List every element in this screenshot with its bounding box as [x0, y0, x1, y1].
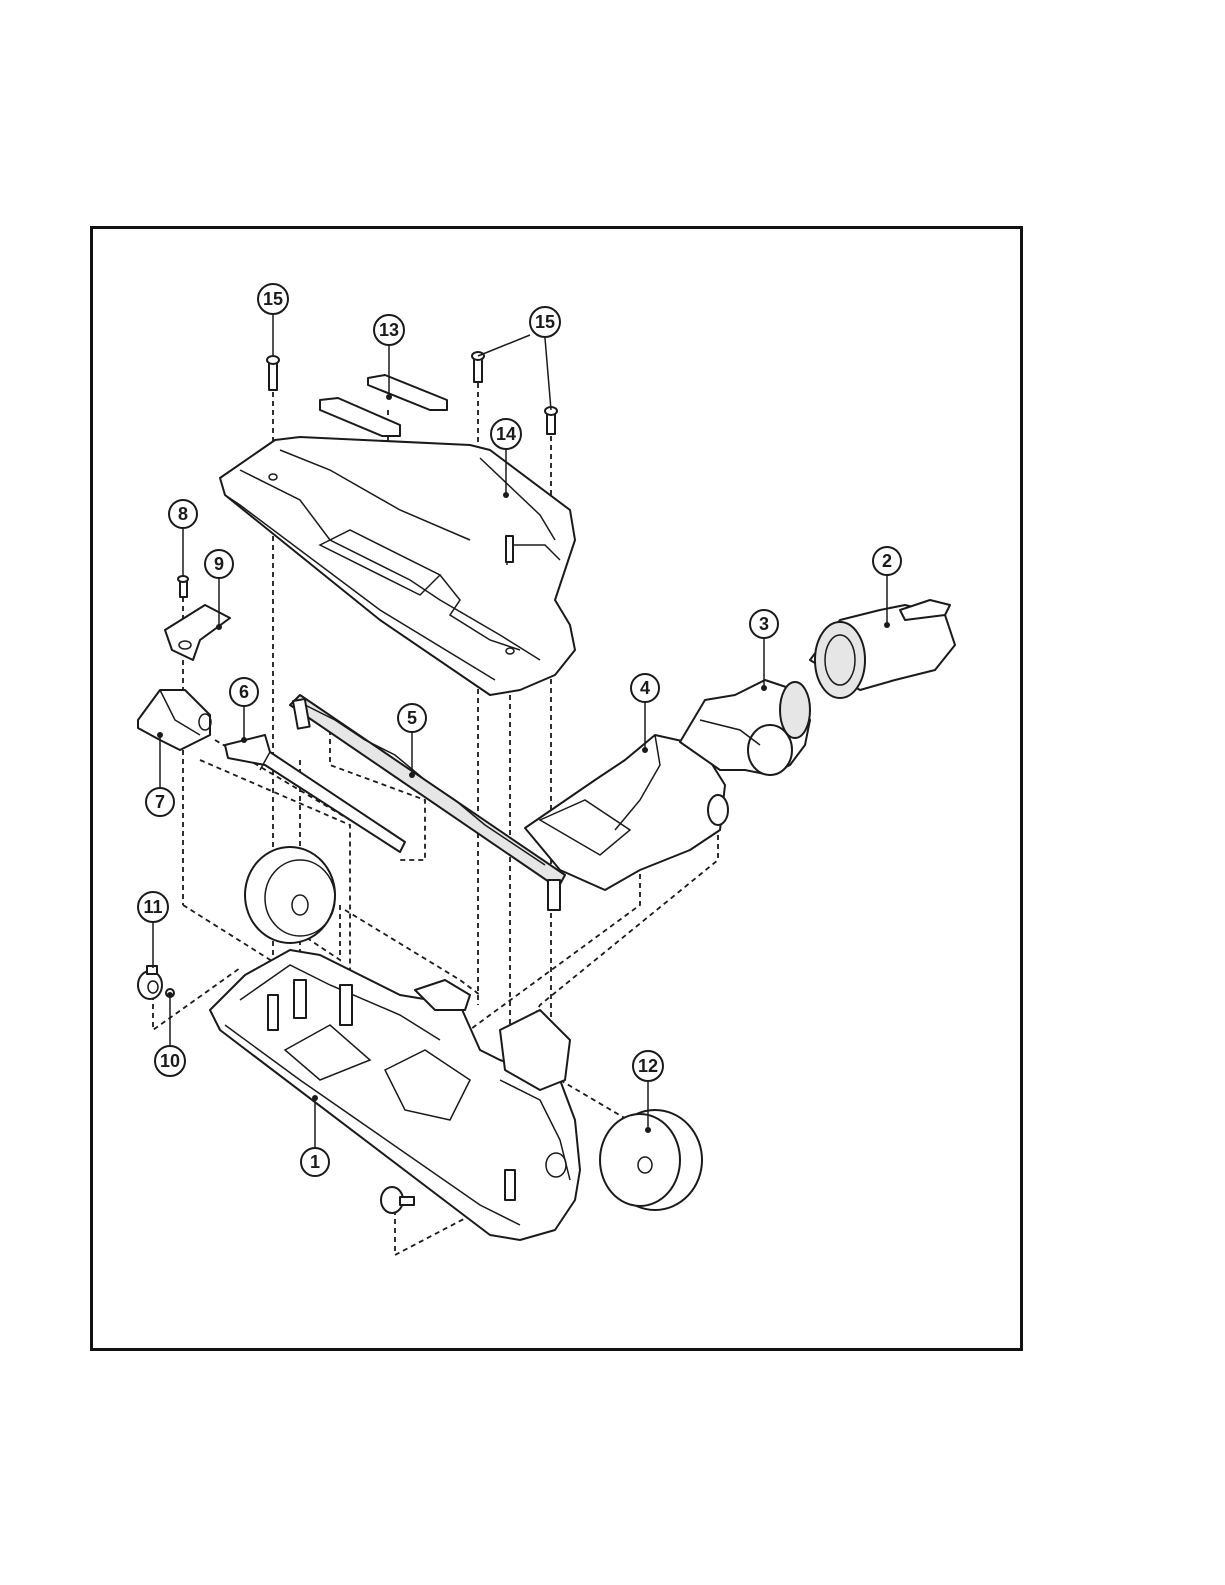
callout-5: 5: [398, 704, 426, 732]
part-12-wheel: [600, 1110, 702, 1210]
callout-2: 2: [873, 547, 901, 575]
callout-13: 13: [374, 315, 404, 345]
callout-10: 10: [155, 1046, 185, 1076]
svg-text:13: 13: [379, 320, 399, 340]
svg-text:2: 2: [882, 551, 892, 571]
svg-text:6: 6: [239, 682, 249, 702]
part-4-neck: [525, 735, 728, 890]
callout-8: 8: [169, 500, 197, 528]
part-7-clip: [138, 690, 211, 750]
callout-11: 11: [138, 892, 168, 922]
callout-1: 1: [301, 1148, 329, 1176]
svg-text:9: 9: [214, 554, 224, 574]
svg-text:15: 15: [263, 289, 283, 309]
callout-6: 6: [230, 678, 258, 706]
svg-text:12: 12: [638, 1056, 658, 1076]
callout-12: 12: [633, 1051, 663, 1081]
part-13-strips: [320, 375, 447, 436]
svg-text:1: 1: [310, 1152, 320, 1172]
callout-4: 4: [631, 674, 659, 702]
part-11-caster: [138, 966, 162, 999]
svg-text:7: 7: [155, 792, 165, 812]
svg-text:3: 3: [759, 614, 769, 634]
part-9-bracket: [165, 605, 230, 660]
callout-7: 7: [146, 788, 174, 816]
lower-caster: [381, 1187, 414, 1213]
callout-15-right: 15: [530, 307, 560, 337]
svg-text:14: 14: [496, 424, 516, 444]
svg-text:4: 4: [640, 678, 650, 698]
callout-15-left: 15: [258, 284, 288, 314]
svg-text:10: 10: [160, 1051, 180, 1071]
callout-14: 14: [491, 419, 521, 449]
part-8-screw: [178, 576, 188, 597]
svg-text:11: 11: [143, 897, 162, 917]
svg-text:8: 8: [178, 504, 188, 524]
callout-3: 3: [750, 610, 778, 638]
callout-9: 9: [205, 550, 233, 578]
part-2-hose-cuff: [810, 600, 955, 698]
left-wheel: [245, 847, 335, 943]
svg-text:15: 15: [535, 312, 555, 332]
svg-text:5: 5: [407, 708, 417, 728]
